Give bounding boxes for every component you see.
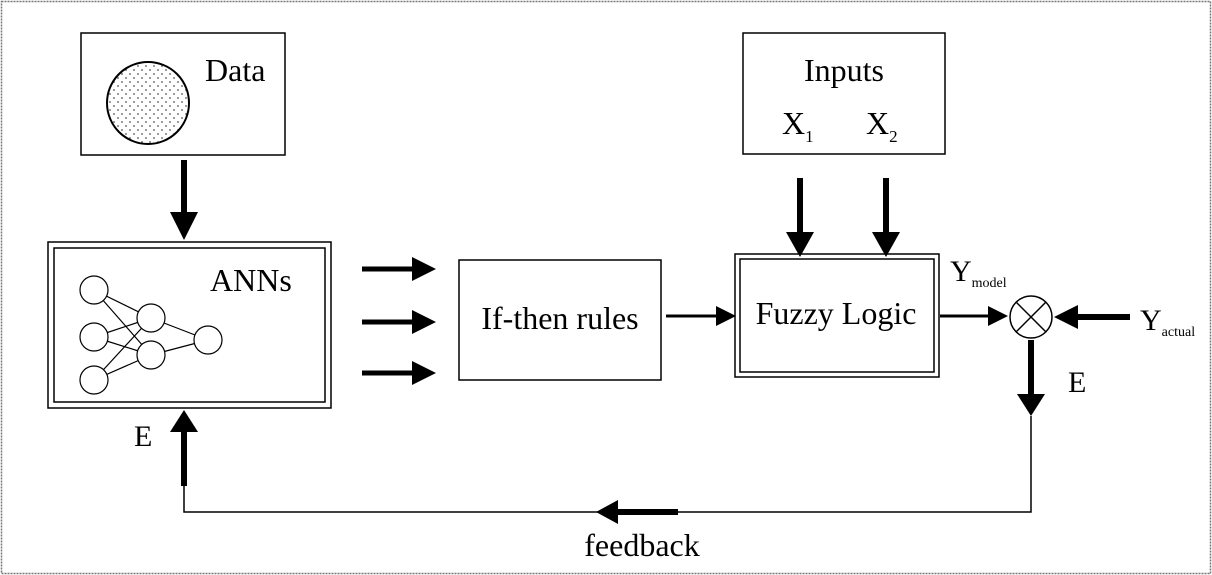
y-actual-label: Yactual: [1140, 304, 1195, 340]
arrows-anns-to-rules: [362, 257, 436, 385]
feedback-line: [183, 416, 1032, 513]
error-label-right: E: [1068, 366, 1086, 399]
rules-label: If-then rules: [481, 300, 638, 336]
arrows-inputs-to-fuzzy: [786, 178, 900, 257]
input-x2-label: X2: [866, 105, 898, 146]
feedback-arrow: [596, 500, 678, 524]
ann-box: ANNs: [47, 241, 332, 409]
arrow-error-down: [1017, 340, 1045, 416]
input-x1-label: X1: [782, 105, 814, 146]
fuzzy-box: Fuzzy Logic: [734, 253, 940, 378]
arrow-fuzzy-to-comparator: [940, 306, 1008, 326]
fuzzy-label: Fuzzy Logic: [756, 295, 917, 331]
error-label-left: E: [134, 420, 152, 453]
rules-box: If-then rules: [458, 259, 662, 381]
inputs-box: Inputs X1 X2: [742, 32, 946, 155]
neural-network-icon: [79, 275, 223, 395]
data-box: Data: [80, 32, 286, 156]
ann-label: ANNs: [210, 262, 292, 298]
data-label: Data: [205, 52, 265, 88]
feedback-label: feedback: [584, 527, 699, 563]
y-model-label: Ymodel: [950, 255, 1007, 291]
arrow-error-up: [170, 410, 198, 486]
arrow-yactual-to-comparator: [1054, 305, 1130, 329]
arrow-data-to-anns: [170, 160, 198, 240]
arrow-rules-to-fuzzy: [666, 306, 736, 326]
inputs-label: Inputs: [804, 52, 884, 88]
comparator-icon: [1009, 295, 1053, 339]
data-circle-icon: [106, 61, 190, 145]
